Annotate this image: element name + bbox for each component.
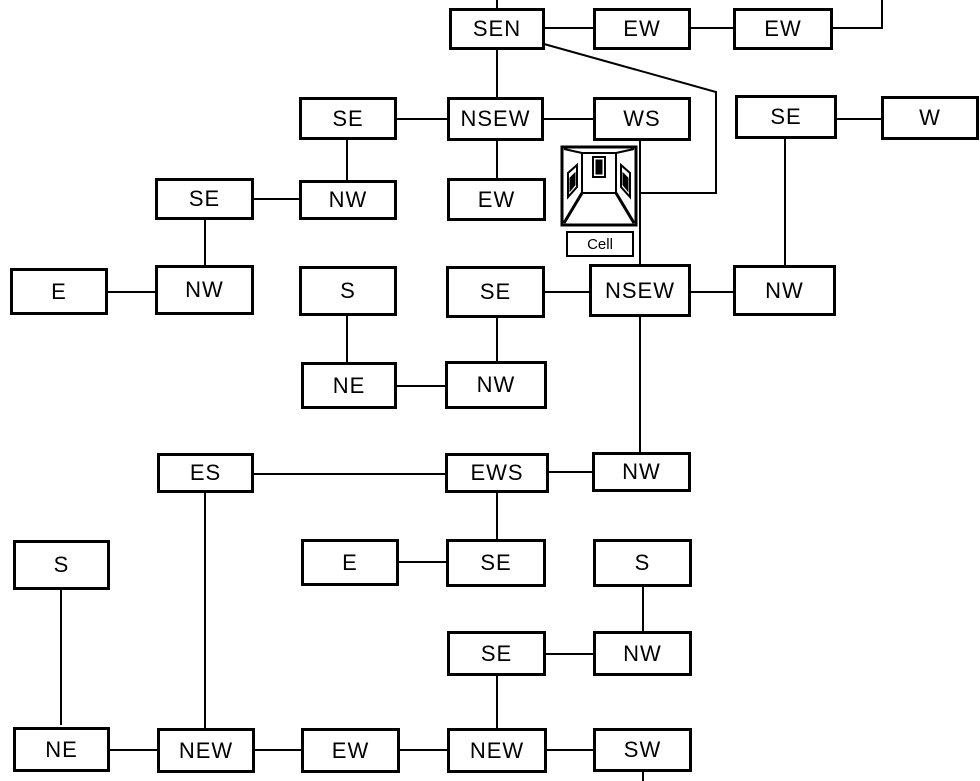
room-box: NSEW xyxy=(589,264,691,317)
room-box: SE xyxy=(299,97,397,140)
room-box: SE xyxy=(155,178,254,220)
room-box: EW xyxy=(733,8,833,50)
room-box: S xyxy=(13,540,110,590)
room-box: NW xyxy=(592,452,691,492)
room-box: SW xyxy=(593,728,692,772)
room-box: EW xyxy=(447,178,546,221)
room-box: NEW xyxy=(447,728,547,773)
room-box: NEW xyxy=(157,728,255,773)
room-box: NW xyxy=(445,361,547,409)
cell-label: Cell xyxy=(566,231,634,257)
connector-line xyxy=(832,0,882,28)
room-box: NSEW xyxy=(447,97,544,141)
room-box: SE xyxy=(735,95,837,139)
room-box: W xyxy=(881,96,979,140)
room-box: S xyxy=(593,539,692,587)
room-box: EWS xyxy=(445,453,549,493)
room-box: EW xyxy=(593,8,691,50)
room-box: WS xyxy=(593,97,691,141)
room-box: S xyxy=(299,266,397,316)
room-box: SE xyxy=(446,266,545,318)
room-box: NW xyxy=(299,180,397,220)
room-box: NE xyxy=(13,727,110,772)
room-box: EW xyxy=(301,728,400,773)
room-box: NW xyxy=(733,265,836,316)
room-box: SE xyxy=(446,539,546,587)
room-box: E xyxy=(301,539,399,586)
room-box: NE xyxy=(301,362,397,409)
room-box: SEN xyxy=(449,8,545,50)
cell-room-icon xyxy=(560,145,638,227)
room-box: NW xyxy=(593,631,692,676)
room-box: E xyxy=(10,268,108,315)
room-box: SE xyxy=(447,631,546,676)
room-box: ES xyxy=(157,453,254,493)
room-box: NW xyxy=(155,265,254,315)
